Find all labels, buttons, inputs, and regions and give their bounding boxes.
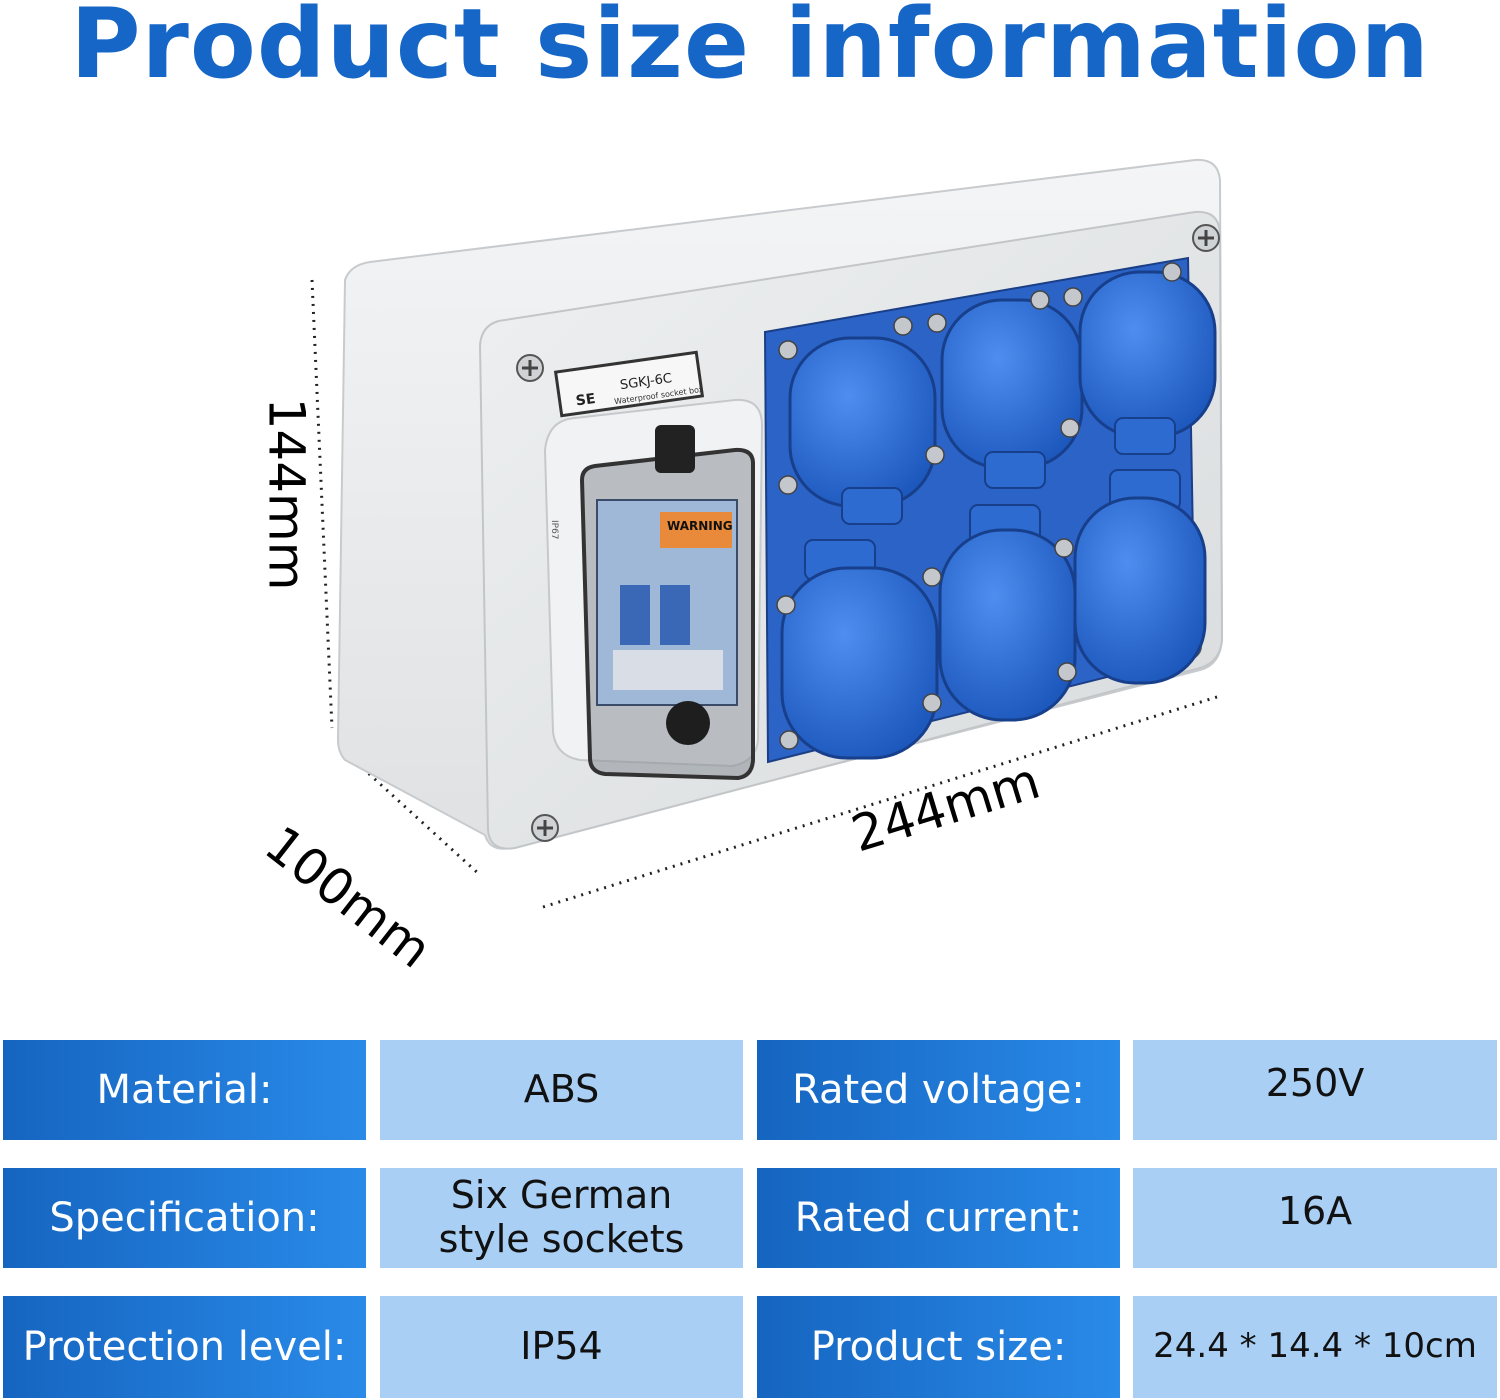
specification-value-line1: Six German [450, 1173, 673, 1218]
size-value: 24.4 * 14.4 * 10cm [1133, 1296, 1497, 1398]
protection-value: IP54 [380, 1296, 743, 1398]
breaker-knob [666, 701, 710, 745]
product-illustration: SE SGKJ-6C Waterproof socket box WARNING… [310, 158, 1224, 909]
page-title: Product size information [70, 0, 1430, 100]
depth-dimension-line [343, 750, 482, 877]
socket-icon [780, 539, 939, 760]
spec-table: Material: ABS Rated voltage: 250V Specif… [0, 1040, 1500, 1400]
socket-icon [1078, 270, 1217, 455]
svg-text:SGKJ-6C: SGKJ-6C [619, 371, 673, 393]
voltage-value: 250V [1133, 1040, 1497, 1140]
size-label: Product size: [757, 1296, 1120, 1398]
material-label: Material: [3, 1040, 366, 1140]
material-value: ABS [380, 1040, 743, 1140]
height-dimension: 144mm [257, 397, 316, 591]
specification-value: Six German style sockets [380, 1168, 743, 1268]
socket-icon [788, 336, 937, 525]
svg-text:IP67: IP67 [549, 520, 559, 540]
height-dimension-line [310, 279, 334, 729]
socket-icon [1073, 469, 1207, 685]
specification-label: Specification: [3, 1168, 366, 1268]
specification-value-line2: style sockets [438, 1217, 685, 1261]
protection-label: Protection level: [3, 1296, 366, 1398]
svg-text:WARNING: WARNING [667, 519, 733, 533]
plate-screw-icon [776, 262, 1182, 750]
socket-icon [938, 504, 1077, 722]
svg-text:SE: SE [575, 391, 597, 410]
current-label: Rated current: [757, 1168, 1120, 1268]
current-value: 16A [1133, 1168, 1497, 1268]
voltage-label: Rated voltage: [757, 1040, 1120, 1140]
